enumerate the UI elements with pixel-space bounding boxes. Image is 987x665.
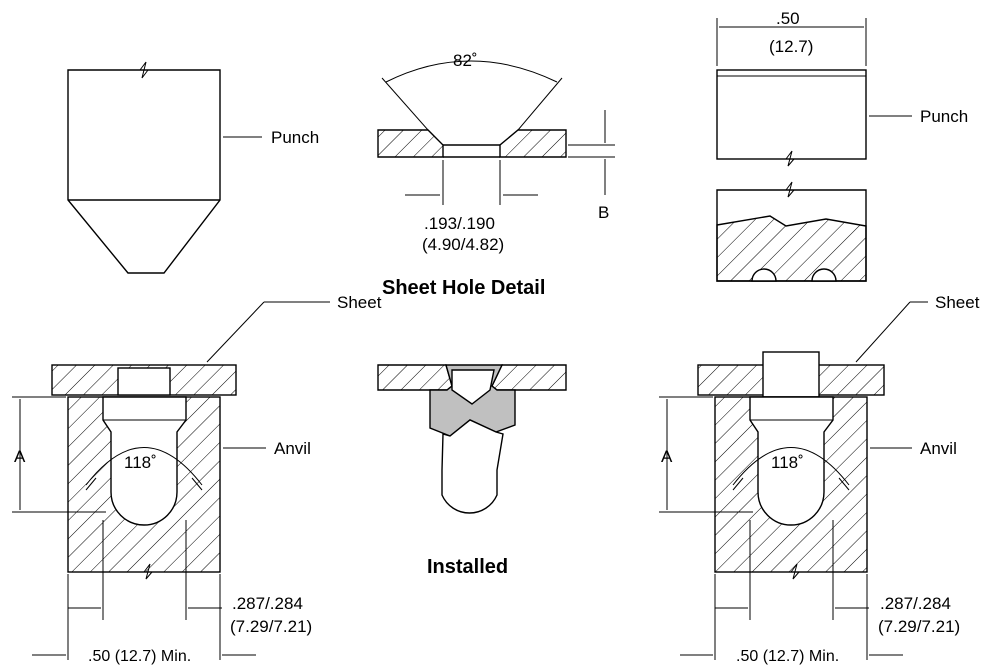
- anvil-angle-left: 118˚: [124, 453, 157, 472]
- anvil-assembly-left: Sheet 118˚ A Anvil .287/.284 (7.29/7.21)…: [12, 293, 382, 665]
- anvil-depth-left: A: [14, 447, 26, 466]
- installed-title: Installed: [427, 556, 508, 578]
- anvil-top-section: [716, 181, 867, 282]
- punch-left-label: Punch: [271, 128, 319, 147]
- punch-right-label: Punch: [920, 107, 968, 126]
- punch-width-in: .50: [776, 9, 800, 28]
- installed-view: Installed: [377, 364, 567, 578]
- hole-diameter-mm: (4.90/4.82): [422, 235, 504, 254]
- hole-diameter-in: .193/.190: [424, 214, 495, 233]
- sheet-thickness-label: B: [598, 203, 609, 222]
- sheet-right-label: Sheet: [935, 293, 980, 312]
- anvil-depth-right: A: [661, 447, 673, 466]
- punch-width-mm: (12.7): [769, 37, 813, 56]
- anvil-angle-right: 118˚: [771, 453, 804, 472]
- anvil-assembly-right: Sheet 118˚ A Anvil .287/.284 (7.29/7.21)…: [659, 293, 980, 665]
- anvil-width-right: .50 (12.7) Min.: [736, 648, 839, 665]
- anvil-width-left: .50 (12.7) Min.: [88, 648, 191, 665]
- anvil-bore-left-mm: (7.29/7.21): [230, 617, 312, 636]
- anvil-right-label: Anvil: [920, 439, 957, 458]
- punch-left: Punch: [67, 61, 319, 274]
- anvil-bore-left-in: .287/.284: [232, 594, 303, 613]
- punch-right: .50 (12.7) Punch: [716, 9, 968, 167]
- anvil-left-label: Anvil: [274, 439, 311, 458]
- sheet-left-label: Sheet: [337, 293, 382, 312]
- anvil-bore-right-in: .287/.284: [880, 594, 951, 613]
- sheet-hole-detail: 82˚ .193/.190 (4.90/4.82) B Sheet Hole D…: [377, 51, 615, 299]
- anvil-bore-right-mm: (7.29/7.21): [878, 617, 960, 636]
- countersink-angle: 82˚: [453, 51, 478, 70]
- sheet-hole-detail-title: Sheet Hole Detail: [382, 277, 545, 299]
